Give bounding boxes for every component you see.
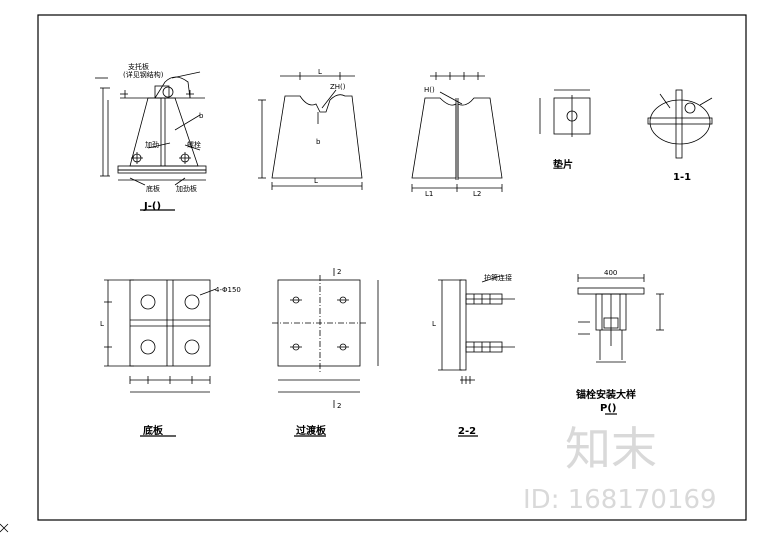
view-plate-trapezoid [258, 72, 363, 190]
dim-l1: L1 [425, 190, 433, 198]
view-anchor-detail [577, 274, 664, 415]
view-title-section-2-2: 2-2 [458, 426, 476, 437]
dim-length-bottom: L [314, 177, 318, 185]
view-transition-plate [272, 268, 379, 437]
note-support-plate: 支托板 [128, 62, 149, 71]
view-title-anchor: 锚栓安装大样 [576, 388, 636, 401]
view-split-plate [411, 72, 503, 192]
view-title-transition: 过渡板 [296, 424, 327, 437]
dim-length: L [432, 320, 436, 328]
view-title-section-1-1: 1-1 [673, 172, 691, 183]
dim-length: L [318, 68, 322, 76]
view-support-elevation [95, 71, 207, 211]
top-hole [162, 86, 174, 98]
label-bolt: 螺栓 [187, 140, 201, 149]
label-b: b [316, 138, 321, 146]
corner-mark [0, 523, 9, 533]
view-title-pad: 垫片 [553, 158, 573, 171]
label-stiffener: 加劲 [145, 140, 159, 149]
view-title-support: J-() [143, 201, 161, 212]
watermark-id: ID: 168170169 [523, 485, 717, 515]
note-holes: 4-Φ150 [215, 286, 241, 294]
watermark-brand: 知末 [565, 422, 657, 476]
label-base: 底板 [146, 184, 160, 193]
section-mark-bottom: 2 [337, 402, 341, 410]
sheet-border [37, 14, 747, 521]
view-subtitle-anchor: P() [600, 403, 616, 414]
label-h: H() [424, 86, 435, 94]
dim-l2: L2 [473, 190, 481, 198]
label-zh: ZH() [330, 83, 346, 91]
note-see-steel: (详见钢结构) [123, 70, 164, 79]
section-mark-top: 2 [337, 268, 341, 276]
view-section-2-2 [438, 275, 515, 437]
label-pad: 加劲板 [176, 184, 197, 193]
note-casing: 护筒连接 [484, 273, 512, 282]
dim-length: L [100, 320, 104, 328]
view-base-plate [104, 279, 217, 437]
view-pad-plate [539, 89, 591, 137]
dim-plate-width: 400 [604, 269, 617, 277]
view-section-1-1 [647, 89, 713, 159]
label-b: b [199, 112, 204, 120]
view-title-base-plate: 底板 [143, 424, 164, 437]
